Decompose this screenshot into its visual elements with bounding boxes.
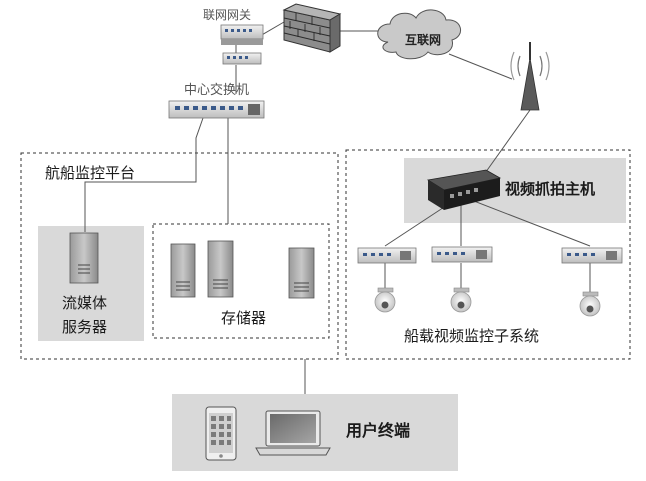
storage-group-box [152,223,330,339]
stream-server-label-line2: 服务器 [62,318,108,336]
tower-server-icon [207,240,234,298]
storage-label: 存储器 [221,309,267,327]
cloud-icon [377,9,461,60]
firewall-brick-icon [282,3,342,53]
internet-label: 互联网 [405,33,442,47]
dome-camera-icon [374,287,396,313]
platform-label: 航船监控平台 [45,164,136,182]
storage-server-icons [170,240,315,299]
tower-server-icon [69,232,99,284]
capture-host-label: 视频抓拍主机 [505,180,596,198]
dome-camera-icons [374,287,601,317]
dome-camera-icon [450,287,472,313]
core-switch-label: 中心交换机 [184,83,250,98]
smartphone-icon [205,406,237,461]
network-switch-icon [561,247,623,264]
radio-antenna-icon [510,42,550,111]
gateway-label: 联网网关 [203,8,252,22]
network-switch-icon [431,246,493,263]
stream-server-label-line1: 流媒体 [62,294,108,312]
onboard-switch-icons [357,246,623,264]
tower-server-icon [170,243,196,298]
tower-server-icon [288,247,315,299]
core-switch-icon [168,100,265,119]
network-switch-icon [357,247,417,264]
embedded-video-host-icon [426,169,502,210]
platform-group-box [20,152,339,360]
laptop-icon [255,410,331,456]
user-terminal-label: 用户终端 [346,421,411,440]
gateway-switch-icon [220,24,264,65]
onboard-system-label: 船载视频监控子系统 [404,327,540,345]
dome-camera-icon [579,291,601,317]
